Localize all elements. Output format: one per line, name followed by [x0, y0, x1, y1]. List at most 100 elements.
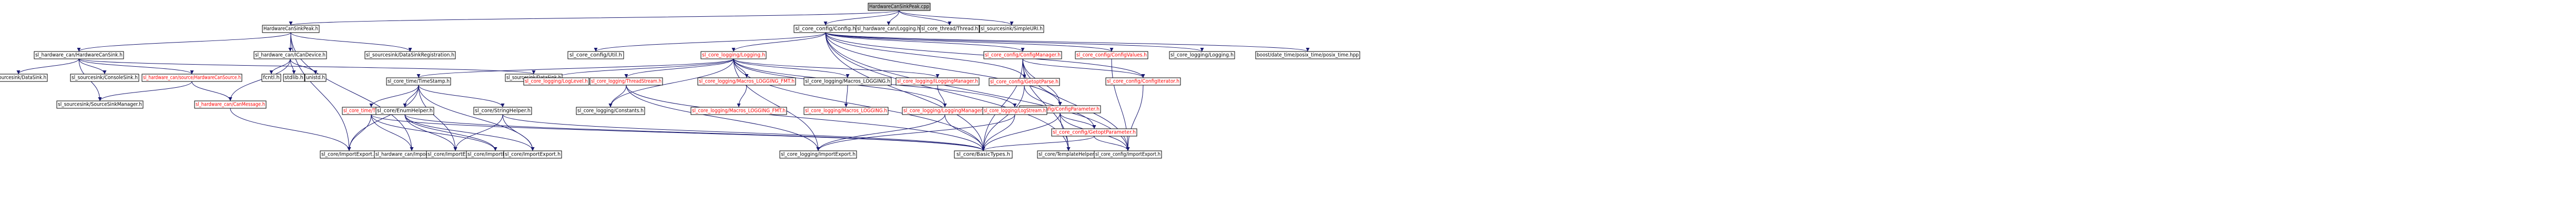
- node-box: [304, 74, 327, 82]
- node-label: sl_hardware_can/CanMessage.h: [196, 102, 265, 108]
- node-sl-core-logging-macros-logging-fmt-h[interactable]: sl_core_logging/Macros_LOGGING_FMT.h: [697, 77, 796, 86]
- node-sl-core-logging-loggingmanager-h[interactable]: sl_core_logging/LoggingManager.h: [902, 107, 988, 115]
- edge-n35-n44: [453, 114, 503, 151]
- edge-n7-n20: [228, 58, 291, 101]
- node-sl-core-logging-logstream-h[interactable]: sl_core_logging/LogStream.h: [982, 107, 1047, 115]
- edge-n7-n23: [290, 58, 318, 75]
- node-sl-hardware-can-canmessage-h[interactable]: sl_hardware_can/CanMessage.h: [194, 100, 267, 109]
- edge-n33-n43: [371, 114, 414, 151]
- edge-n11-n48: [981, 58, 1023, 151]
- edge-n2-n14: [825, 32, 1310, 52]
- node-sl-sourcesink-datasink-h[interactable]: sl_sourcesink/DataSink.h: [0, 74, 48, 82]
- node-hardwarecansinkpeak-cpp[interactable]: HardwareCanSinkPeak.cpp: [868, 3, 931, 11]
- edge-n34-n44: [404, 114, 457, 151]
- node-box: [253, 51, 327, 59]
- edge-n26-n48: [626, 85, 985, 151]
- node-sl-sourcesink-simpleuri-h[interactable]: sl_sourcesink/SimpleURI.h: [979, 25, 1044, 33]
- node-sl-core-enumhelper-h[interactable]: sl_core/EnumHelper.h: [375, 107, 434, 115]
- node-sl-core-logging-logging-h[interactable]: sl_core_logging/Logging.h: [700, 51, 767, 59]
- node-sl-core-time-timestamp-h[interactable]: sl_core_time/TimeStamp.h: [386, 77, 451, 86]
- node-sl-hardware-can-hardwarecansink-h[interactable]: sl_hardware_can/HardwareCanSink.h: [34, 51, 124, 59]
- node-box: [523, 77, 589, 86]
- node-label: sl_core_logging/ThreadStream.h: [591, 79, 661, 85]
- node-label: sl_core/TemplateHelper.h: [1038, 152, 1098, 158]
- node-unistd-h[interactable]: unistd.h: [304, 74, 327, 82]
- node-sl-core-config-getoptparameter-h[interactable]: sl_core_config/GetoptParameter.h: [1051, 128, 1137, 137]
- node-sl-hardware-can-logging-h[interactable]: sl_hardware_can/Logging.h: [856, 25, 922, 33]
- node-box: [868, 3, 931, 11]
- node-sl-hardware-can-source-hardwarecansource-h[interactable]: sl_hardware_can/source/HardwareCanSource…: [141, 74, 242, 82]
- node-box: [1105, 77, 1181, 86]
- node-sl-core-thread-thread-h[interactable]: sl_core_thread/Thread.h: [920, 25, 980, 33]
- node-sl-core-config-importexport-h[interactable]: sl_core_config/ImportExport.h: [1094, 150, 1162, 159]
- node-sl-core-config-configiterator-h[interactable]: sl_core_config/ConfigIterator.h: [1105, 77, 1181, 86]
- node-box: [194, 100, 267, 109]
- node-boost-date-time-posix-time-posix-time-hpp[interactable]: boost/date_time/posix_time/posix_time.hp…: [1255, 51, 1360, 59]
- node-label: sl_sourcesink/DataSinkRegistration.h: [366, 53, 454, 58]
- node-sl-core-importexport-h[interactable]: sl_core/ImportExport.h: [503, 150, 562, 159]
- node-sl-core-logging-logging-h[interactable]: sl_core_logging/Logging.h: [1169, 51, 1235, 59]
- edge-n20-n42: [230, 108, 351, 151]
- node-label: sl_core_config/GetoptParameter.h: [1053, 130, 1136, 136]
- edge-n12-n50: [1111, 58, 1130, 151]
- node-sl-core-basictypes-h[interactable]: sl_core/BasicTypes.h: [954, 150, 1013, 159]
- node-sl-core-config-configvalues-h[interactable]: sl_core_config/ConfigValues.h: [1075, 51, 1148, 59]
- node-sl-core-logging-macros-logging-h[interactable]: sl_core_logging/Macros_LOGGING.h: [803, 77, 892, 86]
- edge-n10-n48: [733, 58, 985, 151]
- node-sl-core-logging-macros-logging-h[interactable]: sl_core_logging/Macros_LOGGING.h: [803, 107, 889, 115]
- node-label: sl_core/ImportExport.h: [321, 152, 377, 158]
- node-label: sl_core_logging/LoggingManager.h: [903, 108, 986, 114]
- node-label: sl_hardware_can/ICanDevice.h: [255, 53, 325, 58]
- node-sl-sourcesink-datasinkregistration-h[interactable]: sl_sourcesink/DataSinkRegistration.h: [364, 51, 456, 59]
- node-box: [920, 25, 980, 33]
- node-box: [261, 74, 281, 82]
- dependency-edges: [16, 10, 1310, 151]
- node-sl-core-importexport-h[interactable]: sl_core/ImportExport.h: [320, 150, 379, 159]
- edge-n17-n20: [191, 81, 232, 101]
- node-label: sl_core_config/Config.h: [795, 26, 856, 32]
- node-sl-core-config-getoptparse-h[interactable]: sl_core_config/GetoptParse.h: [989, 78, 1060, 86]
- node-sl-core-logging-importexport-h[interactable]: sl_core_logging/ImportExport.h: [779, 150, 857, 159]
- node-sl-core-config-config-h[interactable]: sl_core_config/Config.h: [793, 25, 858, 33]
- node-label: sl_hardware_can/HardwareCanSink.h: [35, 53, 123, 58]
- node-box: [982, 107, 1047, 115]
- edge-n34-n48: [404, 114, 985, 151]
- node-box: [895, 77, 980, 86]
- node-fcntl-h[interactable]: fcntl.h: [261, 74, 281, 82]
- node-sl-core-logging-macros-logging-fmt-h[interactable]: sl_core_logging/Macros_LOGGING_FMT.h: [690, 107, 787, 115]
- node-stdlib-h[interactable]: stdlib.h: [283, 74, 305, 82]
- node-hardwarecansinkpeak-h[interactable]: HardwareCanSinkPeak.h: [262, 25, 320, 33]
- node-sl-core-config-configmanager-h[interactable]: sl_core_config/ConfigManager.h: [983, 51, 1062, 59]
- node-sl-hardware-can-icandevice-h[interactable]: sl_hardware_can/ICanDevice.h: [253, 51, 327, 59]
- node-sl-core-logging-threadstream-h[interactable]: sl_core_logging/ThreadStream.h: [589, 77, 663, 86]
- edge-n35-n46: [502, 114, 535, 151]
- edge-n10-n28: [733, 58, 850, 78]
- node-label: sl_core/ImportExport.h: [427, 152, 483, 158]
- node-box: [983, 51, 1062, 59]
- edge-n34-n46: [404, 114, 535, 151]
- node-label: sl_core_logging/Constants.h: [577, 108, 644, 114]
- node-box: [1051, 128, 1137, 137]
- edge-n2-n10: [731, 32, 826, 52]
- edge-root-n2: [823, 10, 900, 26]
- node-sl-core-stringhelper-h[interactable]: sl_core/StringHelper.h: [473, 107, 532, 115]
- node-sl-core-templatehelper-h[interactable]: sl_core/TemplateHelper.h: [1037, 150, 1100, 159]
- edge-n10-n25: [554, 58, 734, 78]
- node-box: [779, 150, 857, 159]
- node-label: fcntl.h: [263, 75, 280, 81]
- node-sl-core-logging-iloggingmanager-h[interactable]: sl_core_logging/ILoggingManager.h: [895, 77, 980, 86]
- node-sl-sourcesink-consolesink-h[interactable]: sl_sourcesink/ConsoleSink.h: [70, 74, 139, 82]
- node-sl-sourcesink-sourcesinkmanager-h[interactable]: sl_sourcesink/SourceSinkManager.h: [56, 100, 144, 109]
- node-sl-core-config-util-h[interactable]: sl_core_config/Util.h: [567, 51, 624, 59]
- node-sl-core-logging-loglevel-h[interactable]: sl_core_logging/LogLevel.h: [523, 77, 589, 86]
- edge-root-n5: [899, 10, 1014, 26]
- node-label: sl_sourcesink/SimpleURI.h: [981, 26, 1043, 32]
- node-label: sl_core_thread/Thread.h: [921, 26, 978, 32]
- edge-n30-n48: [981, 85, 1025, 151]
- node-sl-core-logging-constants-h[interactable]: sl_core_logging/Constants.h: [576, 107, 645, 115]
- edge-n2-n13: [825, 32, 1204, 52]
- node-label: HardwareCanSinkPeak.cpp: [869, 4, 929, 10]
- edge-n2-n11: [825, 32, 1025, 52]
- node-label: stdlib.h: [284, 75, 303, 81]
